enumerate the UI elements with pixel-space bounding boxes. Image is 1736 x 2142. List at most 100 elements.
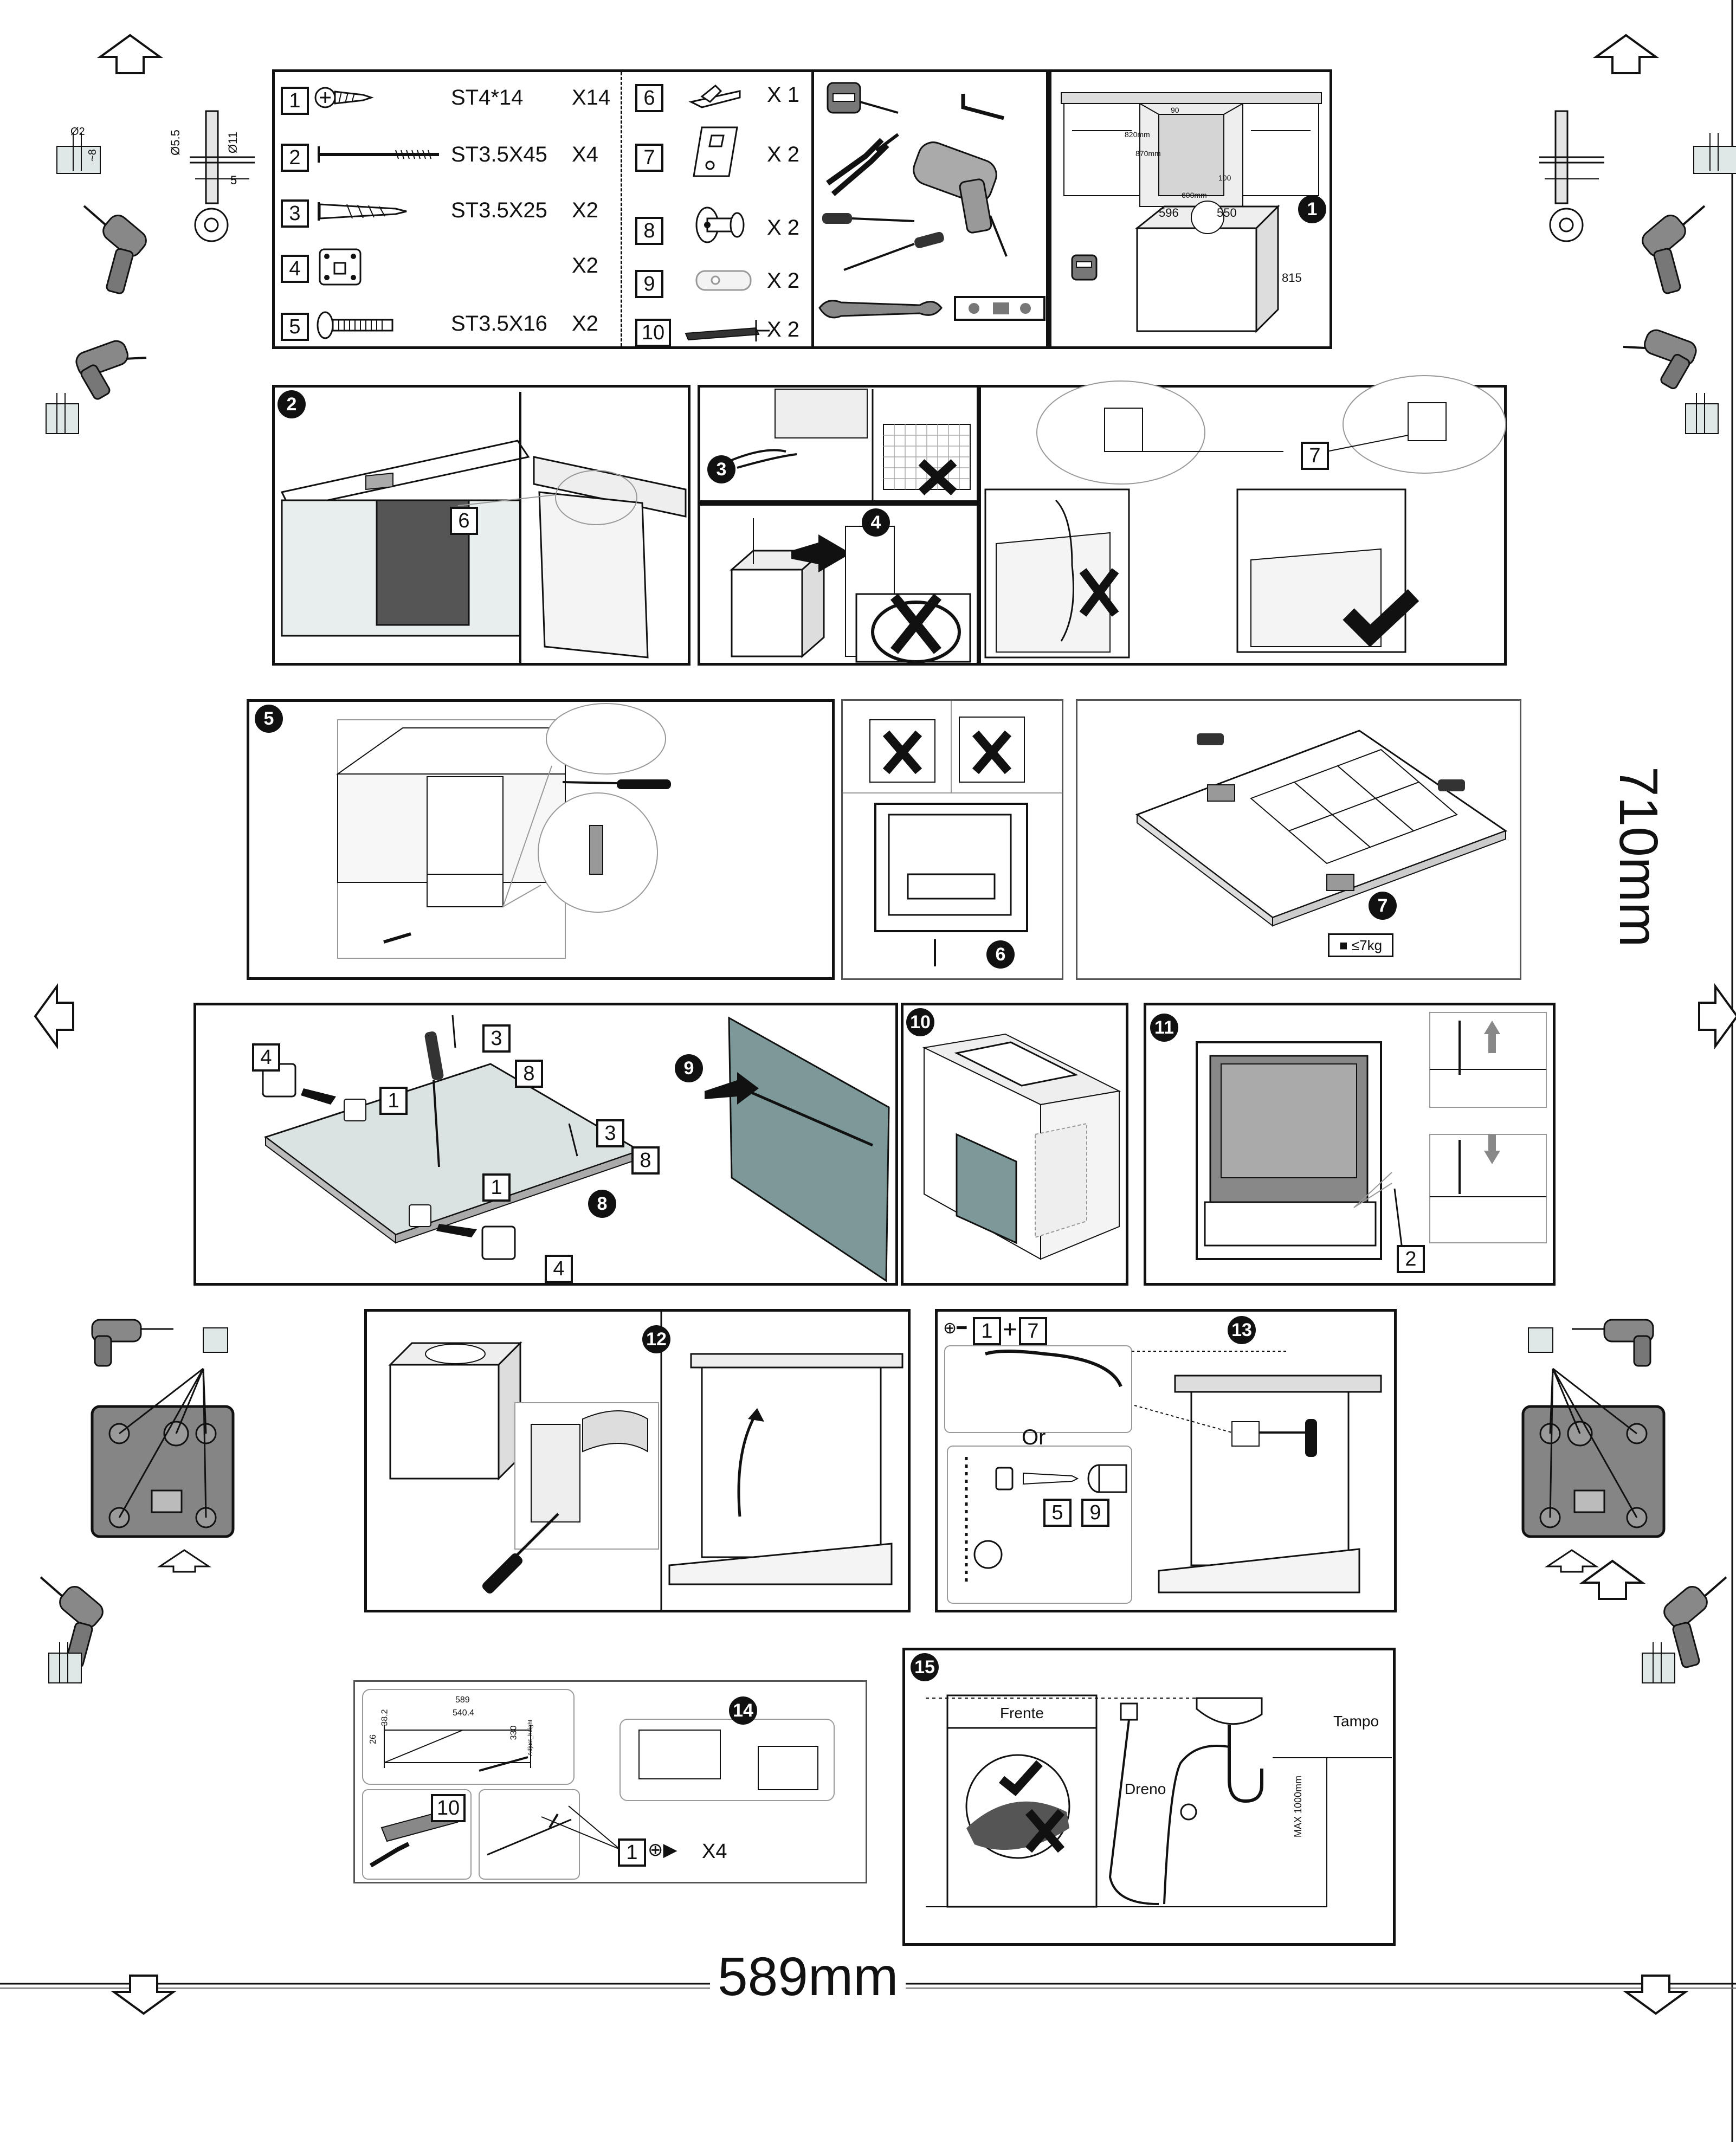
step15-max-label: MAX 1000mm xyxy=(1293,1775,1303,1837)
arrow-up-icon xyxy=(1579,1559,1646,1600)
step4-number: 4 xyxy=(862,508,890,537)
step-door-check-illustration xyxy=(984,375,1506,659)
step13-number: 13 xyxy=(1228,1316,1256,1344)
step14-dim-38: 38.2 xyxy=(380,1709,390,1726)
step8-illustration xyxy=(262,1015,890,1282)
step11-illustration xyxy=(1196,1012,1547,1260)
cushion-strip-icon xyxy=(695,270,752,291)
step13-part-7-label: 7 xyxy=(1019,1317,1047,1345)
part-number-box: 7 xyxy=(635,144,663,172)
part-number-box: 1 xyxy=(281,87,309,115)
screwdriver-icon xyxy=(822,213,915,224)
screw-icon xyxy=(314,87,374,108)
step5-number: 5 xyxy=(255,705,283,733)
hole-diameter-label: Ø2 xyxy=(70,126,85,138)
drill-icon xyxy=(1663,1576,1727,1668)
prohibited-x-icon xyxy=(1025,1809,1065,1853)
step15-frente-label: Frente xyxy=(1000,1705,1044,1721)
step4-illustration xyxy=(730,518,971,663)
step15-number: 15 xyxy=(911,1653,939,1681)
wrench-icon xyxy=(818,300,943,319)
part-quantity-label: X2 xyxy=(572,254,598,278)
part-number-box: 8 xyxy=(635,217,663,245)
prohibited-x-icon xyxy=(882,730,922,775)
step1-width-label: 596 xyxy=(1159,206,1179,220)
arrow-down-icon xyxy=(110,1975,177,2015)
prohibited-x-icon xyxy=(972,730,1012,775)
step1-height-label: 815 xyxy=(1282,271,1302,285)
step-door-check-part-label: 7 xyxy=(1301,442,1329,470)
height-dimension-label: 710mm xyxy=(1607,759,1669,955)
bracket-plate-icon xyxy=(693,126,738,177)
part-quantity-label: X14 xyxy=(572,86,611,109)
step12-illustration xyxy=(388,1311,904,1611)
part-quantity-label: X 2 xyxy=(767,269,800,293)
drill-hole-detail xyxy=(56,133,101,174)
step8-part-1-top: 1 xyxy=(379,1087,408,1115)
spool-icon xyxy=(695,207,745,243)
dim-5-label: 5 xyxy=(230,173,237,187)
part-spec-label: ST3.5X45 xyxy=(451,143,547,166)
step11-number: 11 xyxy=(1150,1014,1178,1042)
prohibited-x-icon xyxy=(918,459,957,495)
step5-illustration xyxy=(336,703,671,959)
part-number-box: 5 xyxy=(281,313,309,341)
step3-illustration xyxy=(726,389,971,501)
step14-qty-label: X4 xyxy=(702,1840,727,1863)
width-dimension-label: 589mm xyxy=(710,1946,906,2008)
dim-d55-label: Ø5.5 xyxy=(168,130,182,156)
part-quantity-label: X 2 xyxy=(767,143,800,166)
parts-divider xyxy=(621,72,624,346)
drill-hole-detail xyxy=(1685,393,1719,434)
washer-icon xyxy=(1549,208,1584,242)
step7-number: 7 xyxy=(1369,892,1397,920)
drill-hole-detail xyxy=(48,1642,82,1683)
washer-icon xyxy=(194,208,229,242)
prohibited-x-icon xyxy=(1079,568,1119,617)
hole-depth-label: ~8 xyxy=(86,149,99,162)
dim-d11-label: Ø11 xyxy=(225,132,240,153)
wood-screw-icon xyxy=(318,202,407,221)
drill-icon xyxy=(75,340,147,400)
step7-weight-label: ≤7kg xyxy=(1351,937,1383,953)
step7-weight-tag: ■ ≤7kg xyxy=(1328,933,1393,957)
step8-part-3-top: 3 xyxy=(482,1024,511,1053)
spirit-level-icon xyxy=(954,296,1046,321)
arrow-up-icon xyxy=(96,34,164,74)
part-quantity-label: X2 xyxy=(572,312,598,336)
step1-niche-h1-label: 820mm xyxy=(1125,130,1150,139)
hinge-bracket-detail xyxy=(190,110,255,204)
arrow-right-icon xyxy=(1698,983,1736,1050)
part-spec-label: ST4*14 xyxy=(451,86,524,109)
step1-depth-label: 550 xyxy=(1217,206,1237,220)
step14-screw-icon: ⊕▶ xyxy=(648,1840,677,1860)
step11-part-label: 2 xyxy=(1397,1245,1425,1273)
tools-illustration xyxy=(818,82,1046,321)
hinge-strip-icon xyxy=(685,320,770,341)
step8-number: 8 xyxy=(588,1190,616,1218)
part-quantity-label: X 2 xyxy=(767,216,800,240)
step2-number: 2 xyxy=(277,390,306,418)
part-spec-label: ST3.5X16 xyxy=(451,312,547,336)
step8-part-1-bottom: 1 xyxy=(482,1173,511,1202)
part-number-box: 10 xyxy=(635,319,671,347)
mounting-plate-right xyxy=(1521,1319,1666,1573)
step14-dim-540: 540.4 xyxy=(453,1708,475,1718)
machine-screw-icon xyxy=(317,311,393,339)
step14-dim-330: 330 xyxy=(509,1725,519,1740)
clip-icon xyxy=(688,84,741,108)
step1-niche-h2-label: 870mm xyxy=(1135,149,1161,158)
step1-illustration xyxy=(1061,92,1322,333)
step13-part-9-label: 9 xyxy=(1081,1499,1109,1527)
checkmark-icon xyxy=(999,1760,1043,1796)
pliers-icon xyxy=(826,133,899,196)
step1-niche-width-label: 600mm xyxy=(1182,191,1207,199)
step8-part-8-top: 8 xyxy=(515,1060,543,1088)
step10-illustration xyxy=(922,1033,1121,1260)
screwdriver-icon xyxy=(843,231,944,271)
step14-dim-26: 26 xyxy=(368,1734,378,1744)
step2-illustration xyxy=(280,392,687,664)
step8-part-4-bottom: 4 xyxy=(545,1255,573,1283)
step8-part-4-top: 4 xyxy=(252,1043,280,1072)
weight-icon: ■ xyxy=(1339,937,1348,953)
